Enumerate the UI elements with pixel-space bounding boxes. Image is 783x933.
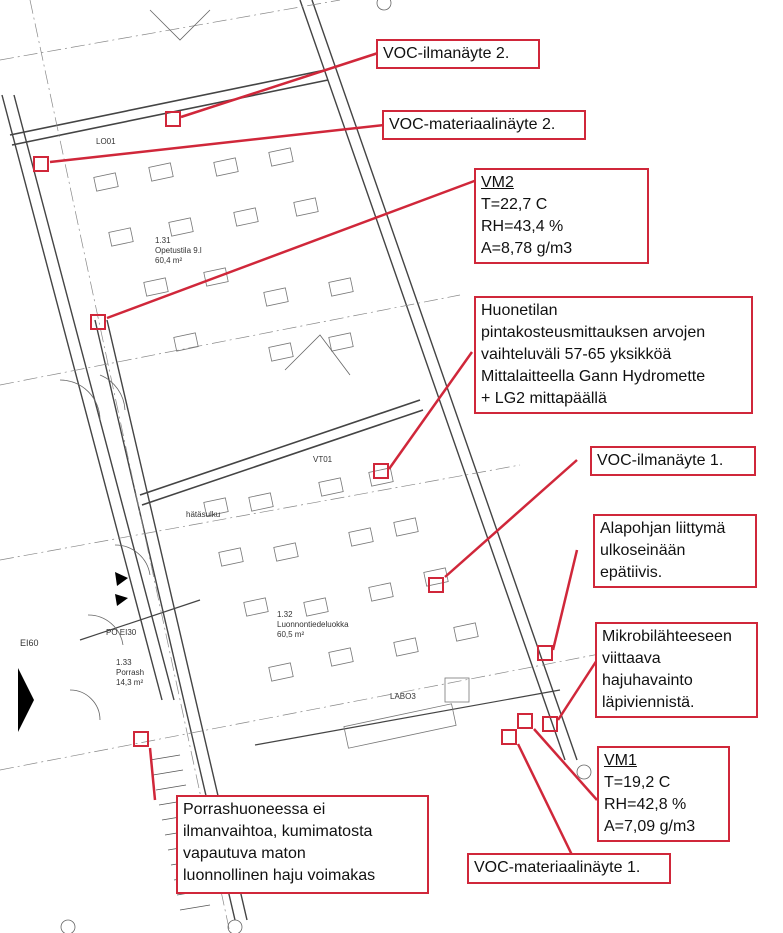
vm1-title: VM1	[604, 752, 637, 769]
door-swings	[59, 9, 351, 721]
north-arrow-small-2	[115, 594, 128, 606]
callout-voc-air-1: VOC-ilmanäyte 1.	[590, 446, 756, 476]
base-line-2: ulkoseinään	[600, 542, 686, 559]
callout-voc-air-2-text: VOC-ilmanäyte 2.	[383, 45, 510, 62]
stair-marker	[133, 731, 149, 747]
micro-marker	[542, 716, 558, 732]
moisture-line-5: + LG2 mittapäällä	[481, 390, 607, 407]
room-132-name: Luonnontiedeluokka	[277, 620, 349, 629]
exterior-wall-left	[1, 94, 175, 701]
callout-base-joint: Alapohjan liittymä ulkoseinään epätiivis…	[593, 514, 757, 588]
voc-air-2-marker	[165, 111, 181, 127]
vt01-label: VT01	[313, 455, 333, 464]
callout-voc-air-1-text: VOC-ilmanäyte 1.	[597, 452, 724, 469]
callout-voc-mat-1-text: VOC-materiaalinäyte 1.	[474, 859, 641, 876]
hatasulku-label: hätäsulku	[186, 510, 221, 519]
exterior-wall-right	[299, 0, 578, 761]
desks-room-132	[203, 467, 479, 749]
lo01-label: LO01	[96, 137, 116, 146]
room-132-number: 1.32	[277, 610, 293, 619]
callout-stairwell: Porrashuoneessa ei ilmanvaihtoa, kumimat…	[176, 795, 429, 894]
moisture-line-3: vaihteluväli 57-65 yksikköä	[481, 346, 672, 363]
vm2-marker	[90, 314, 106, 330]
moisture-line-1: Huonetilan	[481, 302, 558, 319]
stair-line-3: vapautuva maton	[183, 845, 306, 862]
moisture-marker	[373, 463, 389, 479]
fire-door-label: PO EI30	[106, 628, 137, 637]
voc-air-1-marker	[428, 577, 444, 593]
stair-line-4: luonnollinen haju voimakas	[183, 867, 376, 884]
stair-line-2: ilmanvaihtoa, kumimatosta	[183, 823, 373, 840]
room-131-number: 1.31	[155, 236, 171, 245]
leader-lines	[49, 51, 599, 856]
voc-mat-2-marker	[33, 156, 49, 172]
labo3-label: LABO3	[390, 692, 416, 701]
callout-voc-mat-2-text: VOC-materiaalinäyte 2.	[389, 116, 556, 133]
desks-room-131	[93, 147, 354, 362]
moisture-line-2: pintakosteusmittauksen arvojen	[481, 324, 706, 341]
vm2-temperature: T=22,7 C	[481, 196, 548, 213]
callout-voc-mat-2: VOC-materiaalinäyte 2.	[382, 110, 586, 140]
micro-line-4: läpiviennistä.	[602, 694, 695, 711]
room-133-name: Porrash	[116, 668, 145, 677]
callout-moisture: Huonetilan pintakosteusmittauksen arvoje…	[474, 296, 753, 414]
callout-vm1: VM1 T=19,2 C RH=42,8 % A=7,09 g/m3	[597, 746, 730, 842]
micro-line-1: Mikrobilähteeseen	[602, 628, 732, 645]
vm1-marker	[517, 713, 533, 729]
vm1-humidity: RH=42,8 %	[604, 796, 687, 813]
micro-line-2: viittaava	[602, 650, 661, 667]
grid-bubbles	[60, 0, 592, 933]
cross-walls	[9, 69, 561, 746]
base-joint-marker	[537, 645, 553, 661]
callout-vm2: VM2 T=22,7 C RH=43,4 % A=8,78 g/m3	[474, 168, 649, 264]
vm2-absolute-humidity: A=8,78 g/m3	[481, 240, 573, 257]
room-133-area: 14,3 m²	[116, 678, 144, 687]
room-131-name: Opetustila 9.l	[155, 246, 202, 255]
room-132-area: 60,5 m²	[277, 630, 305, 639]
ei60-label: EI60	[20, 638, 39, 648]
stair-line-1: Porrashuoneessa ei	[183, 801, 326, 818]
voc-mat-1-marker	[501, 729, 517, 745]
vm1-absolute-humidity: A=7,09 g/m3	[604, 818, 696, 835]
north-arrow-small	[115, 572, 128, 586]
base-line-3: epätiivis.	[600, 564, 663, 581]
vm1-temperature: T=19,2 C	[604, 774, 671, 791]
micro-line-3: hajuhavainto	[602, 672, 693, 689]
base-line-1: Alapohjan liittymä	[600, 520, 726, 537]
callout-voc-air-2: VOC-ilmanäyte 2.	[376, 39, 540, 69]
room-131-area: 60,4 m²	[155, 256, 183, 265]
vm2-humidity: RH=43,4 %	[481, 218, 564, 235]
section-arrow	[18, 668, 34, 732]
moisture-line-4: Mittalaitteella Gann Hydromette	[481, 368, 706, 385]
callout-micro: Mikrobilähteeseen viittaava hajuhavainto…	[595, 622, 758, 718]
room-133-number: 1.33	[116, 658, 132, 667]
callout-voc-mat-1: VOC-materiaalinäyte 1.	[467, 853, 671, 884]
vm2-title: VM2	[481, 174, 514, 191]
